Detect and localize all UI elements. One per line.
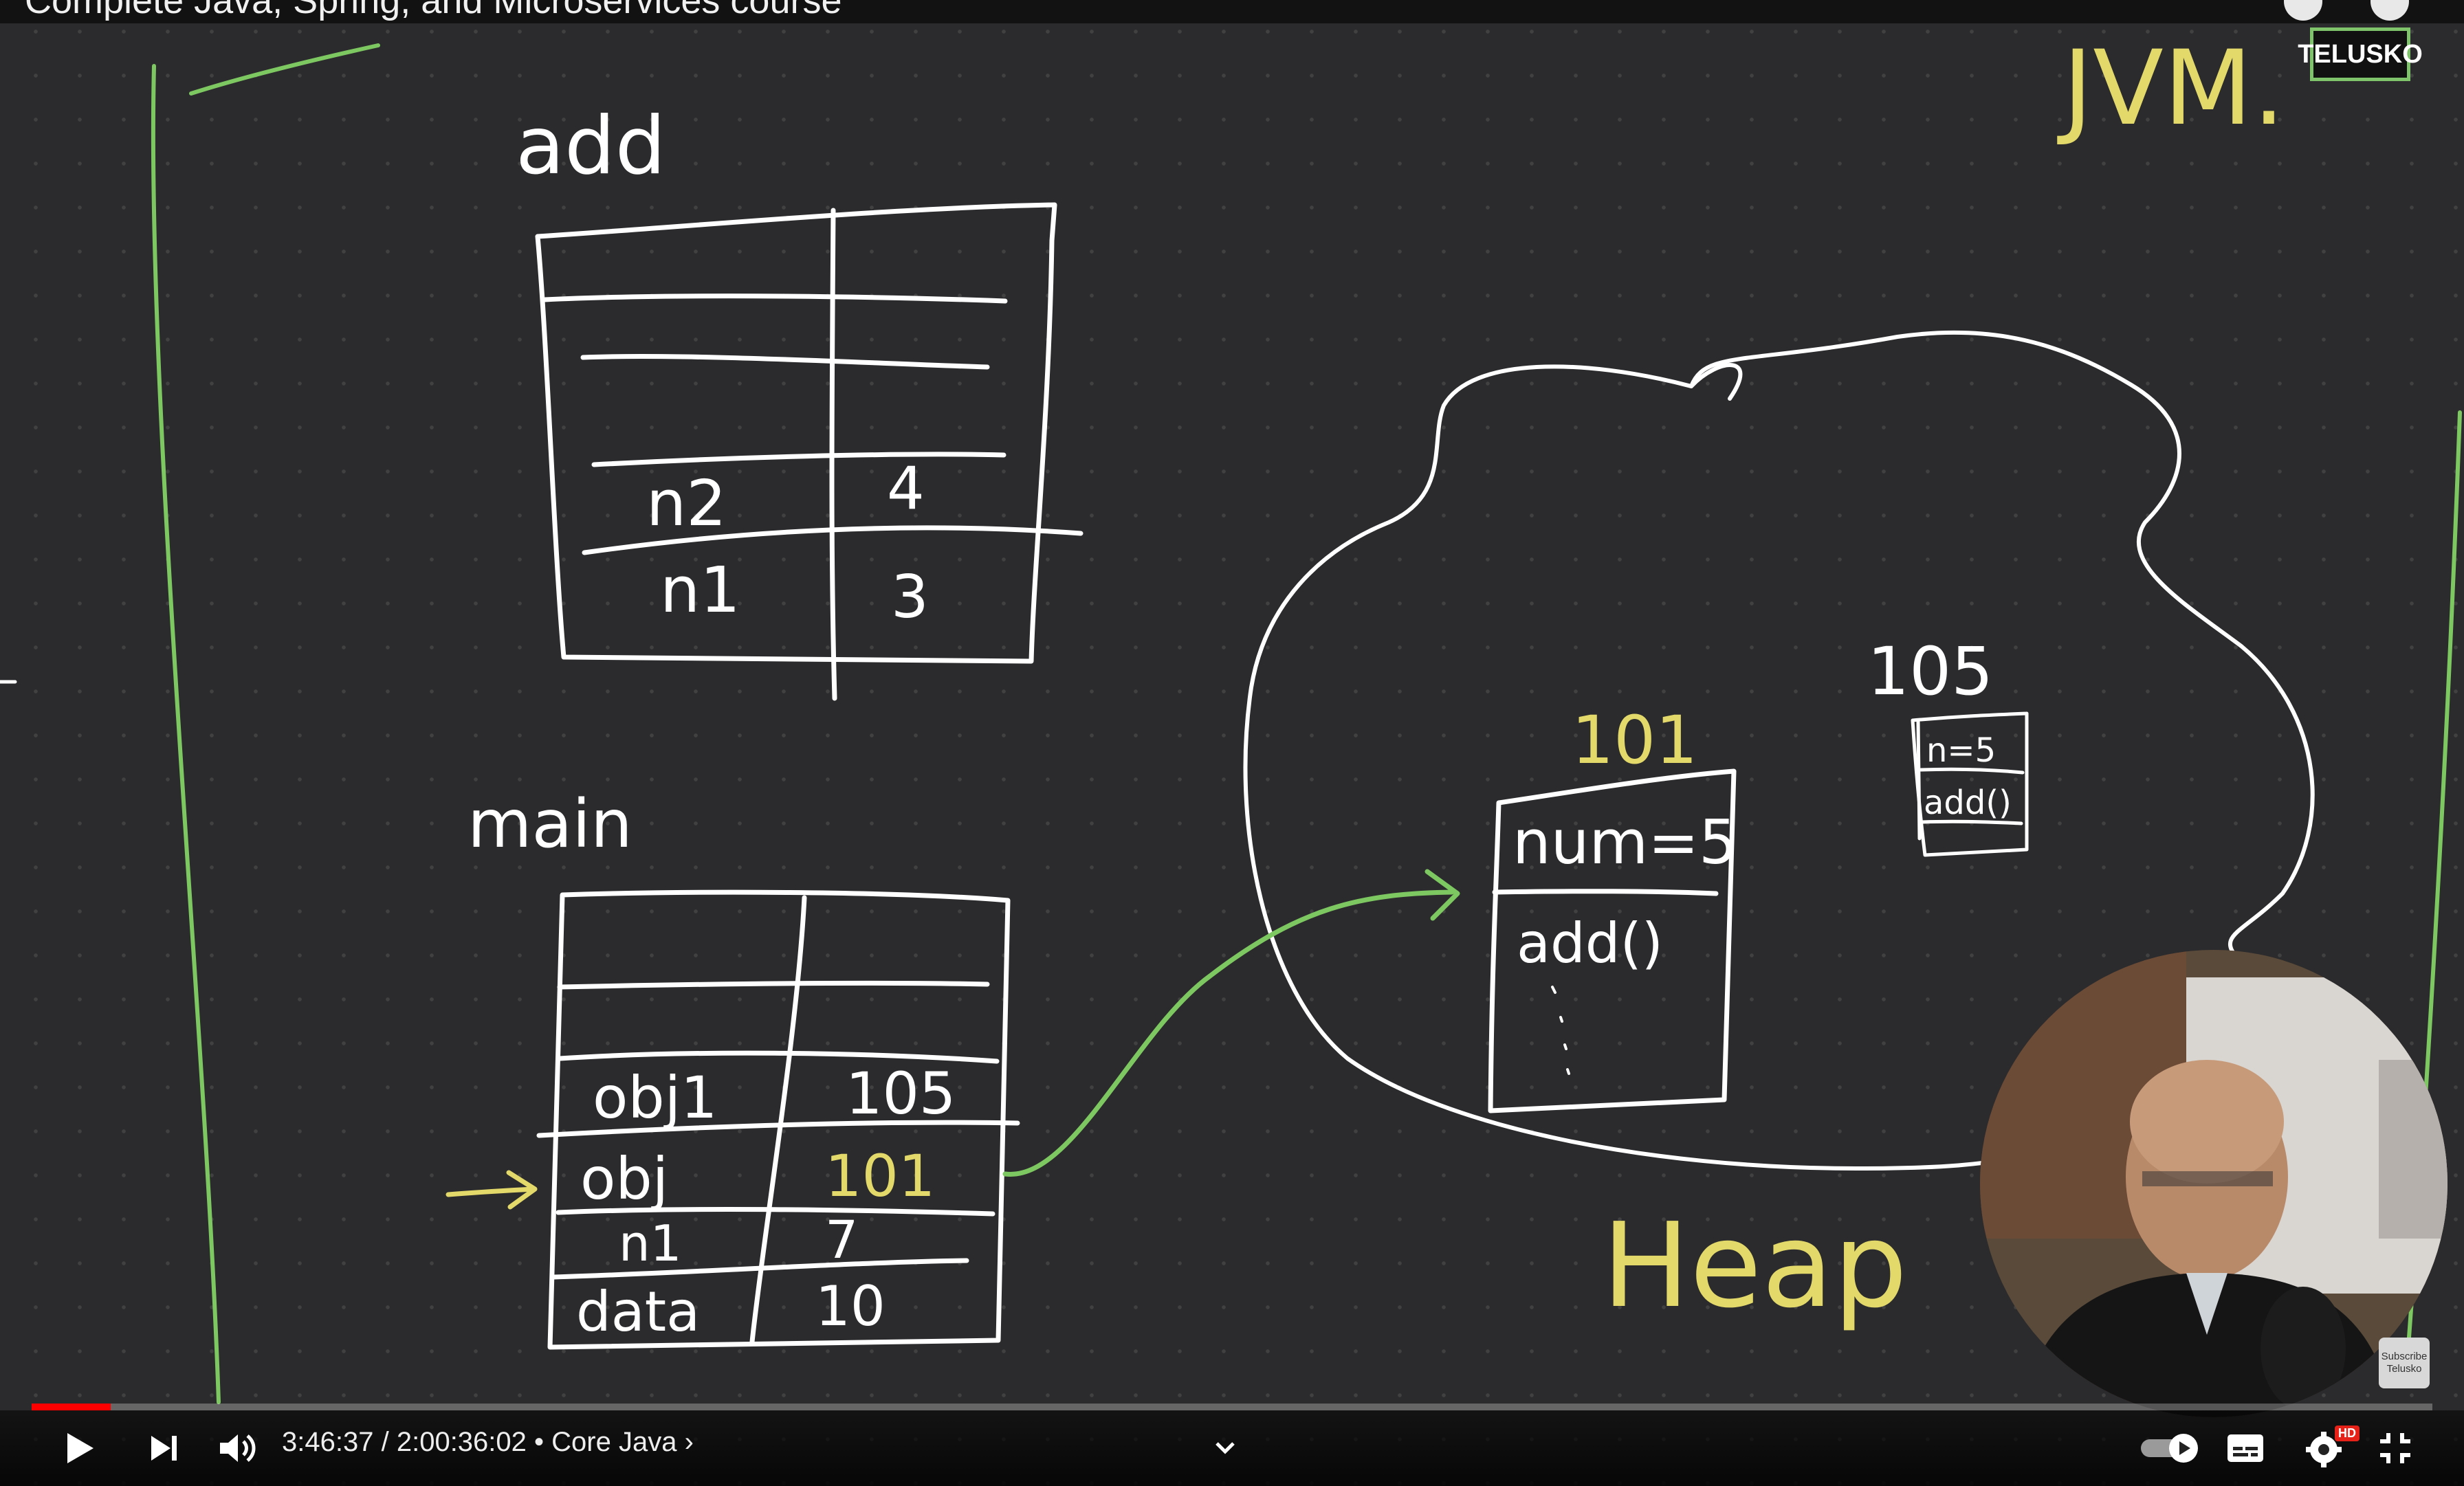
presenter-webcam bbox=[1980, 950, 2448, 1417]
main-row-value: 101 bbox=[825, 1142, 935, 1210]
exit-fullscreen-button[interactable] bbox=[2376, 1410, 2414, 1486]
progress-played bbox=[32, 1404, 111, 1410]
chevron-right-icon: › bbox=[684, 1427, 694, 1457]
play-icon bbox=[67, 1433, 94, 1463]
margin-line-left bbox=[151, 64, 221, 1404]
exit-fullscreen-icon bbox=[2380, 1433, 2410, 1463]
volume-button[interactable] bbox=[217, 1410, 257, 1486]
object-101-method: add() bbox=[1517, 911, 1663, 975]
object-101-box bbox=[1488, 768, 1737, 1113]
time-display: 3:46:37 / 2:00:36:02 • Core Java › bbox=[282, 1427, 694, 1458]
object-105-field: n=5 bbox=[1926, 731, 1996, 770]
progress-bar[interactable] bbox=[32, 1404, 2432, 1410]
jvm-label: JVM. bbox=[2057, 29, 2285, 148]
current-time: 3:46:37 bbox=[282, 1427, 374, 1457]
settings-icon bbox=[2306, 1432, 2342, 1467]
add-row-value: 4 bbox=[887, 454, 925, 523]
main-frame-label: main bbox=[468, 786, 632, 863]
autoplay-toggle[interactable] bbox=[2138, 1410, 2201, 1486]
chapter-label: Core Java bbox=[551, 1427, 677, 1457]
margin-line-top bbox=[189, 43, 380, 96]
add-row-value: 3 bbox=[891, 563, 929, 632]
main-row-name: data bbox=[576, 1280, 700, 1344]
subscribe-badge[interactable]: Subscribe Telusko bbox=[2379, 1338, 2430, 1388]
reference-arrow bbox=[1002, 889, 1455, 1177]
pointer-arrow bbox=[446, 1186, 536, 1197]
captions-button[interactable] bbox=[2225, 1410, 2266, 1486]
add-frame-label: add bbox=[516, 100, 666, 192]
top-title-bar: Complete Java, Spring, and Microservices… bbox=[0, 0, 2464, 23]
channel-watermark[interactable]: TELUSKO bbox=[2298, 27, 2423, 81]
add-row-name: n1 bbox=[660, 553, 740, 627]
video-title[interactable]: Complete Java, Spring, and Microservices… bbox=[25, 0, 842, 21]
object-105-method: add() bbox=[1924, 784, 2012, 822]
share-icon[interactable] bbox=[2370, 0, 2409, 21]
time-separator: / bbox=[381, 1427, 389, 1457]
object-105-address: 105 bbox=[1867, 633, 1993, 710]
heap-label: Heap bbox=[1602, 1198, 1908, 1334]
object-101-field: num=5 bbox=[1512, 807, 1737, 878]
volume-icon bbox=[220, 1434, 256, 1462]
captions-icon bbox=[2228, 1434, 2263, 1462]
settings-button[interactable]: HD bbox=[2303, 1410, 2360, 1486]
main-row-value: 7 bbox=[825, 1209, 858, 1270]
play-button[interactable] bbox=[58, 1410, 99, 1486]
chapter-separator: • bbox=[534, 1427, 544, 1457]
more-videos-button[interactable] bbox=[1211, 1410, 1239, 1486]
main-row-name: obj bbox=[580, 1145, 668, 1212]
player-controls: HD bbox=[0, 1410, 2464, 1486]
next-icon bbox=[151, 1436, 177, 1461]
add-stack-frame bbox=[535, 202, 1084, 701]
next-button[interactable] bbox=[144, 1410, 183, 1486]
chapter-title[interactable]: Core Java › bbox=[551, 1427, 694, 1457]
heap-cloud bbox=[1243, 330, 2315, 1171]
duration: 2:00:36:02 bbox=[396, 1427, 527, 1457]
watch-later-icon[interactable] bbox=[2284, 0, 2322, 21]
object-101-address: 101 bbox=[1572, 702, 1697, 779]
chevron-down-icon bbox=[1216, 1442, 1235, 1454]
hd-badge: HD bbox=[2335, 1426, 2360, 1441]
object-105-box bbox=[1911, 711, 2029, 857]
add-row-name: n2 bbox=[646, 467, 727, 540]
main-row-name: n1 bbox=[619, 1215, 681, 1272]
main-row-value: 10 bbox=[815, 1274, 886, 1338]
main-row-name: obj1 bbox=[593, 1064, 718, 1131]
main-stack-frame bbox=[536, 889, 1020, 1350]
autoplay-toggle-icon bbox=[2141, 1434, 2198, 1463]
main-row-value: 105 bbox=[846, 1060, 956, 1127]
